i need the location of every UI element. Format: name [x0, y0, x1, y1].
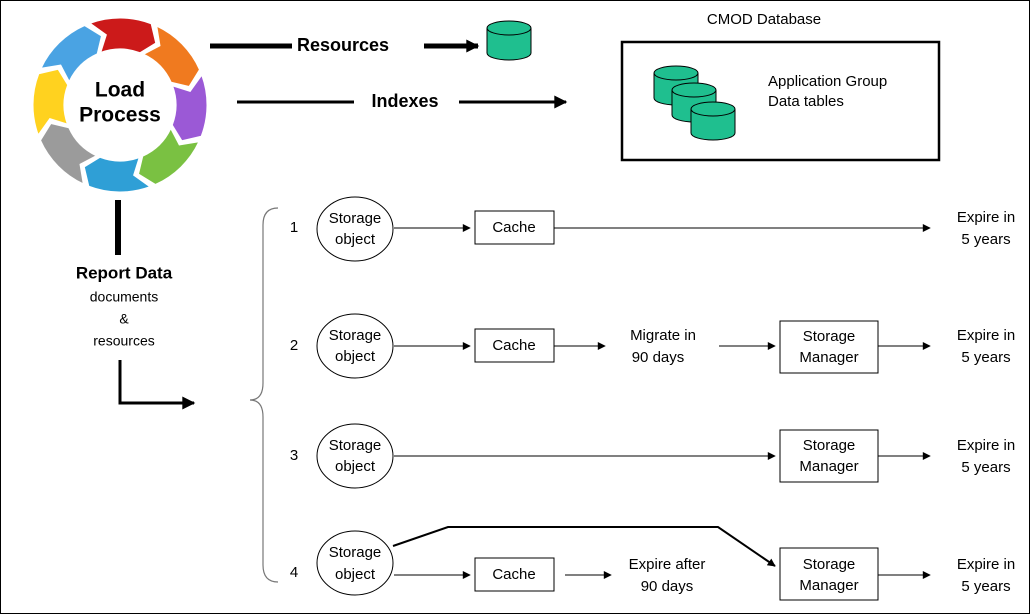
storage-path-3: 3 Storage object Storage Manager Expire …	[290, 423, 1015, 489]
storage-object-node	[316, 313, 394, 379]
storage-manager-label-line1: Storage	[803, 556, 856, 573]
storage-object-node	[316, 423, 394, 489]
expire-label-line2: 5 years	[961, 231, 1010, 248]
storage-path-4: 4 Storage object Cache Expire after 90 d…	[290, 526, 1015, 601]
storage-object-label-line2: object	[335, 231, 376, 248]
expire-label-line2: 5 years	[961, 349, 1010, 366]
storage-path-2: 2 Storage object Cache Migrate in 90 day…	[290, 313, 1015, 379]
cycle-segment	[83, 156, 151, 193]
report-data-line2: &	[119, 311, 129, 327]
cmod-database: CMOD Database Application Group Data tab…	[620, 11, 941, 162]
expire-label-line1: Expire in	[957, 209, 1015, 226]
cycle-segment	[32, 68, 69, 136]
load-process-label-line2: Process	[79, 104, 161, 127]
report-data-arrow	[118, 360, 196, 410]
database-title: CMOD Database	[707, 11, 821, 28]
path-number: 1	[290, 219, 298, 236]
migrate-label-line2: 90 days	[632, 349, 685, 366]
resources-flow: Resources	[210, 20, 532, 61]
path-number: 2	[290, 337, 298, 354]
database-cylinders-icon	[653, 65, 736, 141]
cache-label: Cache	[492, 337, 535, 354]
cycle-segment	[40, 24, 103, 83]
resources-cylinder-icon	[486, 20, 532, 61]
storage-manager-label-line1: Storage	[803, 328, 856, 345]
load-process-label-line1: Load	[95, 79, 145, 102]
cycle-segment	[39, 122, 98, 185]
storage-object-label-line2: object	[335, 348, 376, 365]
cache-node	[474, 557, 555, 592]
cache-expire-label-line1: Expire after	[629, 556, 706, 573]
storage-path-1: 1 Storage object Cache Expire in 5 years	[290, 196, 1015, 262]
storage-object-label-line1: Storage	[329, 210, 382, 227]
cycle-center	[75, 60, 165, 150]
database-table-label-line1: Application Group	[768, 73, 887, 90]
storage-manager-label-line2: Manager	[799, 349, 858, 366]
storage-object-label-line1: Storage	[329, 327, 382, 344]
indexes-label: Indexes	[371, 91, 438, 111]
expire-label-line2: 5 years	[961, 578, 1010, 595]
migrate-label-line1: Migrate in	[630, 327, 696, 344]
storage-manager-node	[779, 547, 879, 601]
report-data-line1: documents	[90, 289, 158, 305]
report-data-title: Report Data	[76, 263, 173, 282]
expire-label-line1: Expire in	[957, 437, 1015, 454]
cycle-segment	[89, 17, 157, 54]
storage-manager-node	[779, 320, 879, 374]
storage-manager-label-line2: Manager	[799, 458, 858, 475]
paths-brace	[249, 207, 279, 583]
storage-object-label-line1: Storage	[329, 437, 382, 454]
storage-object-node	[316, 530, 394, 596]
cycle-ring	[32, 17, 208, 193]
path-number: 3	[290, 447, 298, 464]
cycle-segment	[171, 74, 208, 142]
cache-node	[474, 210, 555, 245]
cycle-segment	[142, 25, 201, 88]
storage-object-label-line2: object	[335, 566, 376, 583]
storage-manager-label-line1: Storage	[803, 437, 856, 454]
indexes-flow: Indexes	[237, 91, 568, 111]
storage-object-label-line2: object	[335, 458, 376, 475]
path-number: 4	[290, 564, 298, 581]
report-data-line3: resources	[93, 333, 154, 349]
cycle-segment	[137, 127, 200, 186]
expire-label-line2: 5 years	[961, 459, 1010, 476]
cache-label: Cache	[492, 219, 535, 236]
storage-object-node	[316, 196, 394, 262]
database-table-label-line2: Data tables	[768, 93, 844, 110]
resources-label: Resources	[297, 35, 389, 55]
storage-object-label-line1: Storage	[329, 544, 382, 561]
storage-manager-label-line2: Manager	[799, 577, 858, 594]
direct-to-manager-arrow	[392, 526, 776, 567]
report-data-branch: Report Data documents & resources	[76, 200, 279, 583]
expire-label-line1: Expire in	[957, 327, 1015, 344]
cache-expire-label-line2: 90 days	[641, 578, 694, 595]
load-process-cycle: Load Process	[32, 17, 208, 193]
cache-label: Cache	[492, 566, 535, 583]
expire-label-line1: Expire in	[957, 556, 1015, 573]
